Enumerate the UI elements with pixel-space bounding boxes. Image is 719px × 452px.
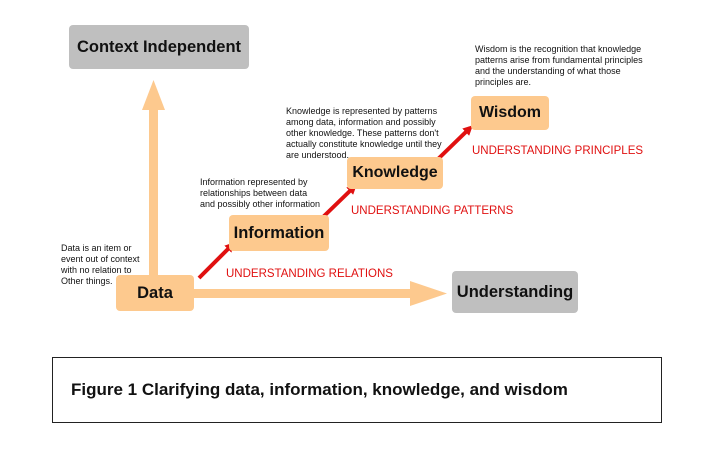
label-understanding-patterns: UNDERSTANDING PATTERNS [351,205,514,217]
label-understanding-relations: UNDERSTANDING RELATIONS [226,268,393,280]
description-knowledge: Knowledge is represented by patterns amo… [286,106,442,160]
node-wisdom: Wisdom [471,96,549,130]
figure-caption: Figure 1 Clarifying data, information, k… [71,380,568,399]
node-data: Data [116,275,194,311]
vertical-axis-arrow [142,80,165,286]
node-knowledge: Knowledge [347,157,443,189]
description-information: Information represented by relationships… [200,177,321,209]
description-data: Data is an item or event out of context … [61,243,140,286]
label-understanding-principles: UNDERSTANDING PRINCIPLES [472,145,644,157]
node-information: Information [229,215,329,251]
node-understanding: Understanding [452,271,578,313]
horizontal-axis-arrow [190,281,447,306]
description-wisdom: Wisdom is the recognition that knowledge… [475,44,643,87]
node-context-independent: Context Independent [69,25,249,69]
arrow-data-to-information [197,242,235,280]
figure-caption-box: Figure 1 Clarifying data, information, k… [52,357,662,423]
arrow-knowledge-to-wisdom [435,125,473,162]
arrow-information-to-knowledge [320,184,357,220]
